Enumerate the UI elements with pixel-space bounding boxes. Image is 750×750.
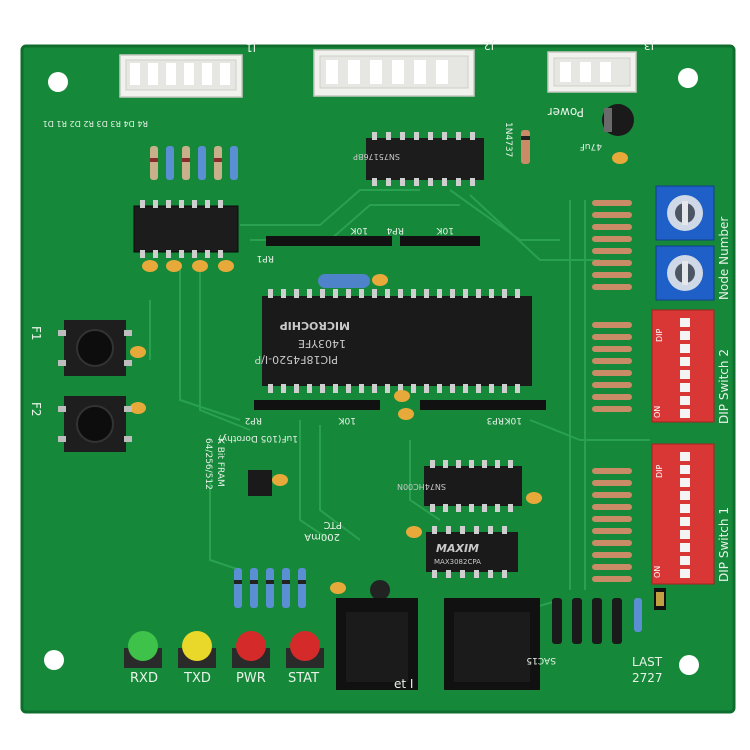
rp3-label: RP3 <box>487 415 504 425</box>
mcu-brand: MICROCHIP <box>280 319 350 332</box>
diode-zener: 1N4737 <box>503 122 530 164</box>
mcu-part: PIC18F4520-I/P <box>254 353 338 366</box>
ptc-label: PTC <box>323 519 342 530</box>
cap-47uf-label: 47uF <box>580 141 602 151</box>
j1-label: J1 <box>246 41 257 54</box>
u4-part: SN75176BP <box>353 152 400 161</box>
rp3-value: 10K <box>504 415 522 425</box>
txd-label: TXD <box>183 671 211 686</box>
rp1-value: 10K <box>350 225 368 235</box>
rp1-label: RP1 <box>257 253 274 263</box>
diode-label: 1N4737 <box>503 122 513 157</box>
j3-label: J3 <box>644 39 655 52</box>
dip2-dip: DIP <box>655 328 664 342</box>
connector-j2: J2 <box>313 39 495 97</box>
rp1: 10K RP1 <box>257 225 392 263</box>
led-rxd: RXD <box>124 631 162 686</box>
fram-chip: 64/256/512 K Bit FRAM <box>203 438 288 496</box>
rp4: 10K RP4 <box>386 225 480 246</box>
caps-left <box>130 260 234 414</box>
power-label: Power <box>548 105 584 119</box>
chip-max: MAXIM MAX3082CPA <box>426 526 518 578</box>
last-number: 2727 <box>632 671 663 685</box>
rp2-label: RP2 <box>245 415 262 425</box>
chip-left <box>133 200 239 258</box>
rp4-value: 10K <box>436 225 454 235</box>
dip2-on: ON <box>653 406 662 418</box>
rotary-switch-2 <box>655 245 715 301</box>
dip2-label: DIP Switch 2 <box>717 349 731 424</box>
ptc-value: 200mA <box>304 531 340 542</box>
led-txd: TXD <box>178 631 216 686</box>
led-stat: STAT <box>286 631 324 686</box>
rxd-label: RXD <box>130 671 158 686</box>
mounting-holes <box>44 68 699 675</box>
sac15-label: SAC15 <box>526 655 556 665</box>
rp2: 10K RP2 <box>245 400 380 425</box>
f2-label: F2 <box>29 402 43 417</box>
fram-label: 64/256/512 <box>203 438 213 490</box>
resistor-bank-bottom <box>234 568 306 608</box>
mcu-chip: MICROCHIP 1403YFE PIC18F4520-I/P <box>254 289 532 393</box>
dip-switch-1: ON DIP <box>651 443 715 585</box>
dip1-on: ON <box>653 566 662 578</box>
max-part: MAX3082CPA <box>434 558 481 566</box>
rp4-label: RP4 <box>386 225 404 235</box>
capacitor-47uf: 47uF <box>580 104 634 164</box>
mcu-date: 1403YFE <box>298 337 346 350</box>
button-f2: F2 <box>29 396 132 452</box>
dip1-label: DIP Switch 1 <box>717 507 731 582</box>
j2-label: J2 <box>484 39 495 52</box>
pwr-label: PWR <box>236 671 266 686</box>
rj-jack-left <box>336 598 418 690</box>
f1-label: F1 <box>29 326 43 341</box>
rotary-switch-1 <box>655 185 715 241</box>
u5-part: SN74HC00N <box>397 482 446 491</box>
ptc: PTC 200mA <box>304 519 422 600</box>
chip-u4: SN75176BP <box>353 132 484 186</box>
tvs-diodes: SAC15 <box>526 598 642 665</box>
rp3: 10K RP3 <box>420 400 546 425</box>
diode-array <box>592 200 632 582</box>
connector-j1: J1 <box>119 41 257 98</box>
fram-label2: K Bit FRAM <box>215 438 225 487</box>
stat-label: STAT <box>288 671 319 686</box>
crystal <box>318 274 388 288</box>
dip-switch-2: ON DIP <box>651 309 715 423</box>
caps-mid <box>394 390 414 420</box>
traces <box>149 189 650 621</box>
node-number-label: Node Number <box>717 217 731 300</box>
last-label: LAST <box>632 655 663 669</box>
rj-jack-right <box>444 598 540 690</box>
button-f1: F1 <box>29 320 132 376</box>
dorothy-label: 1uF(105 Dorothy) <box>218 433 298 443</box>
resistor-bank-top: R4 D4 R3 D3 R2 D2 R1 D1 <box>43 119 238 180</box>
max-brand: MAXIM <box>436 542 479 555</box>
dip1-dip: DIP <box>655 464 664 478</box>
chip-u5: SN74HC00N <box>397 460 542 512</box>
jumper <box>654 588 666 610</box>
led-pwr: PWR <box>232 631 270 686</box>
ethernet-label: et I <box>394 677 413 691</box>
svg-text:R4 D4 R3 D3 R2 D2 R1 D1: R4 D4 R3 D3 R2 D2 R1 D1 <box>43 119 148 128</box>
connector-j3: J3 Power <box>547 39 655 119</box>
rp2-value: 10K <box>338 415 356 425</box>
